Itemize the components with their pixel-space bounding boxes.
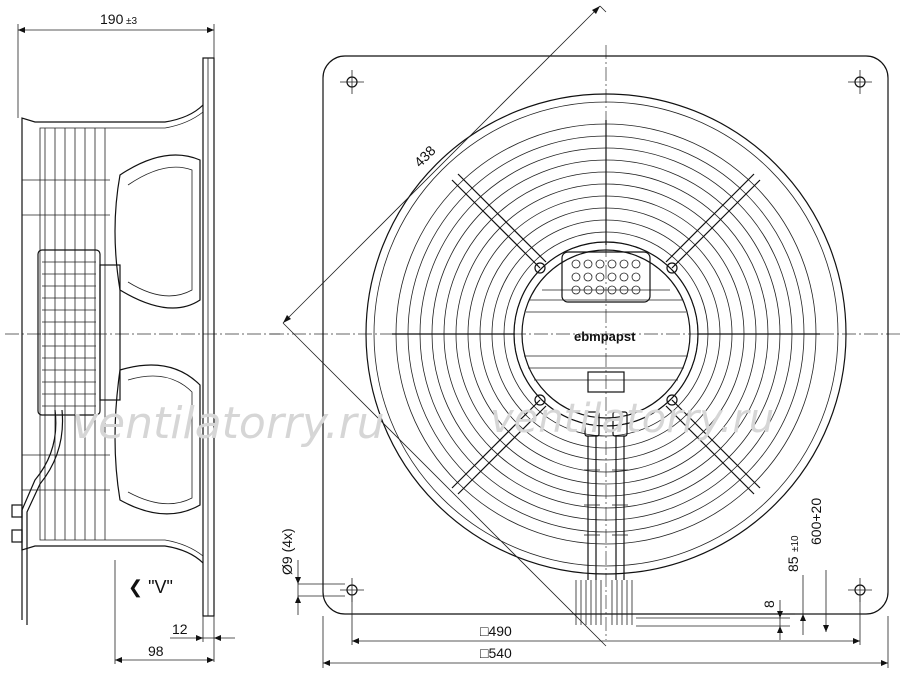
watermark-repeat: ventilatorry.ru: [490, 396, 774, 442]
flange-offset-label: 12: [172, 621, 188, 637]
cable-offset-tolerance-label: ±10: [790, 535, 801, 552]
cable-offset-label: 85: [785, 556, 801, 572]
depth-total-label: 190: [100, 11, 124, 27]
front-view: ebmpapst: [270, 5, 900, 668]
brand-logo: ebmpapst: [574, 329, 636, 344]
motor-hub: [513, 241, 699, 427]
mounting-plate: [322, 55, 889, 615]
cable-bundle: [575, 411, 633, 625]
watermark: ventilatorry.ru: [72, 398, 385, 449]
plate-square-label: □540: [480, 645, 512, 661]
view-marker-label: ❮ "V": [128, 577, 173, 598]
hole-diameter-label: Ø9 (4x): [279, 528, 295, 575]
side-view: 190 ±3 12 98 ❮ "V": [5, 11, 280, 664]
cable-gap-label: 8: [761, 600, 777, 608]
body-depth-label: 98: [148, 643, 164, 659]
depth-tolerance-label: ±3: [126, 16, 137, 27]
bolt-square-label: □490: [480, 623, 512, 639]
cable-length-label: 600+20: [808, 498, 824, 545]
